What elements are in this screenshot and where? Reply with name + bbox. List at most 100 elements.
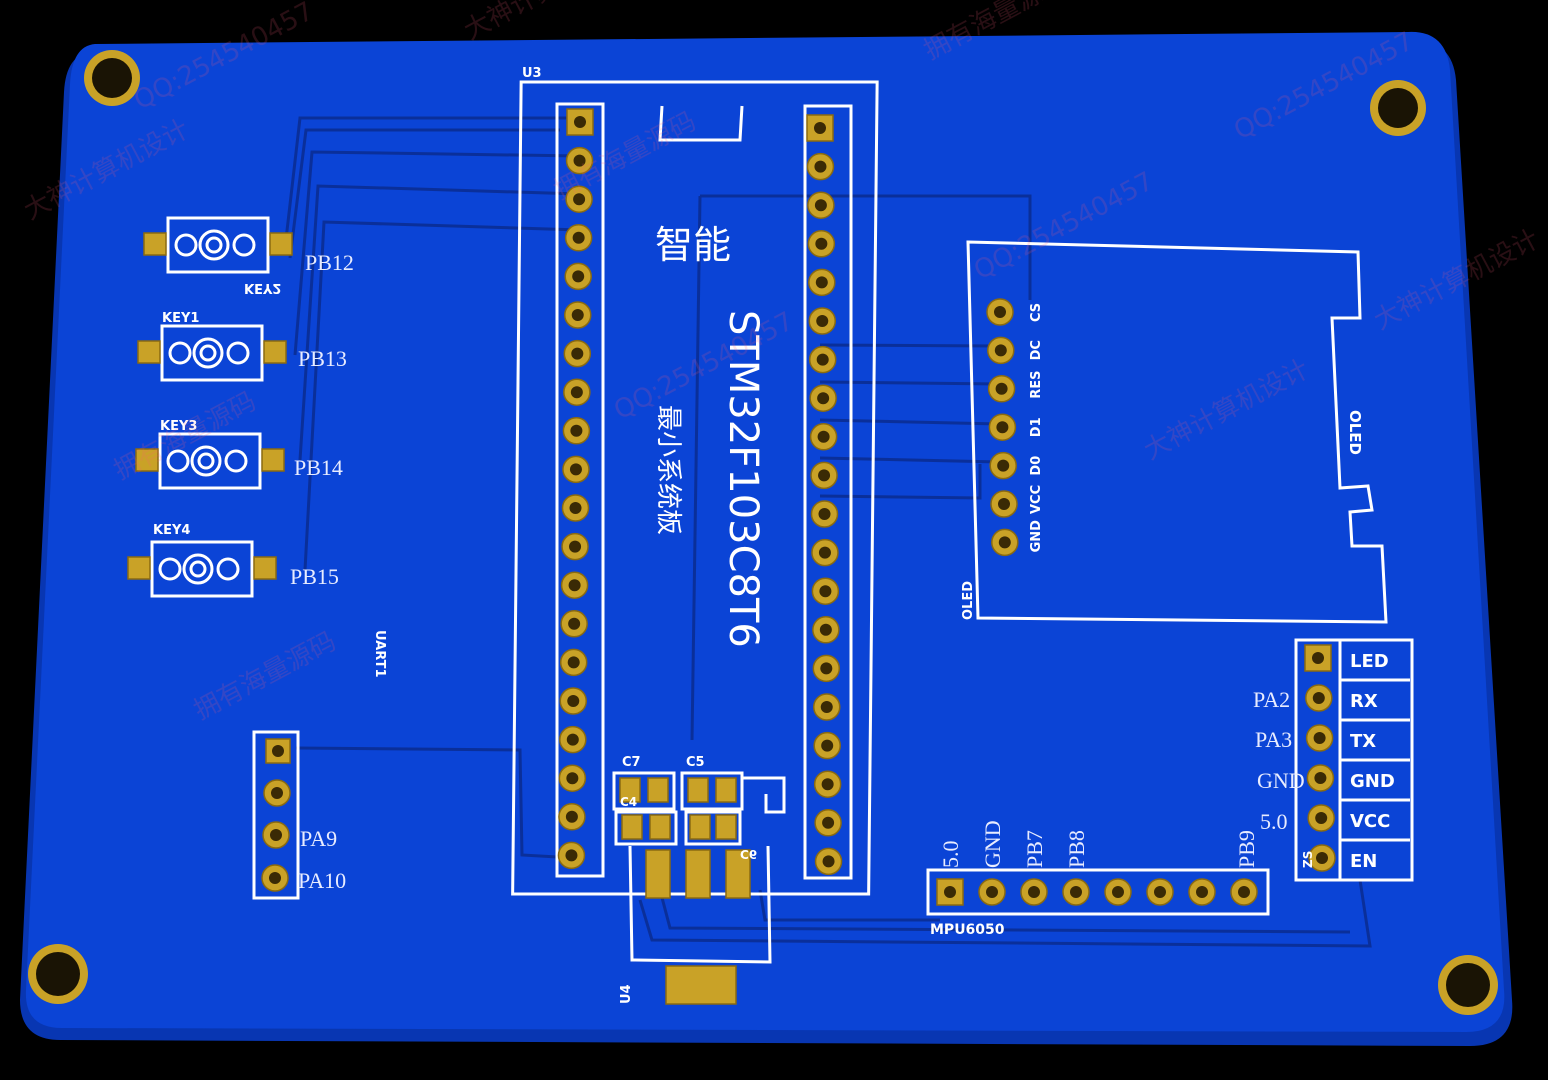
oled-pin (991, 528, 1019, 557)
mpu-header (936, 878, 1258, 906)
uart-pin-pa10: PA10 (298, 868, 346, 893)
mcu-right-pin (807, 230, 836, 258)
mcu-right-pin (806, 114, 834, 142)
mcu-ref: U3 (522, 66, 542, 81)
key4-pin: PB15 (290, 564, 339, 589)
mcu-right-pin (813, 731, 841, 760)
oled-pin-label: RES (1029, 371, 1044, 399)
mcu-right-pin (813, 770, 842, 798)
mcu-left-pin (558, 764, 587, 792)
key4-ref: KEY4 (153, 523, 190, 538)
mpu-pin (936, 878, 964, 906)
uart-pin-pa9: PA9 (300, 826, 337, 851)
oled-pin-label: D1 (1029, 417, 1044, 437)
mpu-pin (1062, 878, 1090, 906)
mcu-title: 智能 (655, 223, 731, 267)
mpu-header-outline (926, 868, 1270, 916)
mcu-right-pin (814, 809, 842, 837)
mpu-ref: MPU6050 (930, 922, 1005, 938)
bt-pin (1304, 644, 1332, 672)
mpu-pin-pb7: PB7 (1022, 830, 1047, 868)
mcu-left-pin (564, 224, 593, 252)
oled-pin (986, 298, 1014, 326)
cap-c7: C7 (622, 755, 641, 770)
key-switch (135, 432, 285, 490)
bt-label: LED (1350, 651, 1389, 672)
oled-pin (987, 336, 1015, 365)
mcu-left-pin (561, 494, 590, 522)
bt-label: EN (1350, 851, 1377, 872)
mcu-right-pin (809, 423, 838, 451)
mpu-pin (1020, 878, 1048, 906)
bt-label: TX (1350, 731, 1376, 752)
mcu-left-pin (565, 146, 594, 175)
key-switch (143, 216, 293, 274)
key-switch (127, 540, 277, 598)
mpu-pin-gnd: GND (980, 820, 1005, 868)
bt-pin (1307, 804, 1335, 832)
mcu-right-pin (808, 307, 836, 335)
bt-pin (1308, 844, 1336, 872)
key3-pin: PB14 (294, 455, 343, 480)
mcu-right-pin (809, 384, 837, 412)
oled-outline (966, 240, 1388, 624)
mcu-left-pin (565, 185, 593, 213)
mcu-left-pin (559, 687, 587, 715)
oled-pin-label: GND (1029, 520, 1044, 553)
mcu-right-pin (808, 268, 836, 297)
mpu-pin (978, 878, 1006, 906)
key2-pin: PB12 (305, 250, 354, 275)
mcu-right-header (806, 114, 843, 876)
mcu-left-pin (562, 455, 590, 484)
cap-c6: C6 (740, 847, 757, 861)
mcu-part: STM32F103C8T6 (720, 310, 766, 648)
bt-side-pa3: PA3 (1255, 727, 1292, 752)
mcu-right-pin (811, 577, 840, 605)
mcu-right-pin (810, 461, 838, 490)
mcu-left-pin (559, 648, 588, 677)
bt-label: RX (1350, 691, 1378, 712)
oled-pin-label: CS (1029, 303, 1044, 322)
mounting-holes (28, 50, 1498, 1015)
key2-ref: KEY2 (244, 280, 281, 295)
bt-pin (1305, 684, 1333, 712)
cap-c5: C5 (686, 755, 705, 770)
uart-header (252, 730, 300, 900)
mcu-left-pin (559, 725, 587, 754)
mpu-pin-pb9: PB9 (1234, 830, 1259, 868)
regulator-ref: U4 (619, 984, 634, 1004)
bt-header (1304, 644, 1336, 872)
bt-label: VCC (1350, 811, 1390, 832)
bt-ref: ZS (1301, 851, 1315, 868)
mcu-left-pin (557, 841, 586, 870)
mcu-right-pin (807, 191, 835, 219)
mcu-left-pin (562, 417, 591, 445)
bt-labels: LED RX TX GND VCC EN (1350, 651, 1395, 872)
mcu-right-pin (814, 847, 843, 876)
mpu-pin-pb8: PB8 (1064, 830, 1089, 868)
bt-label: GND (1350, 771, 1395, 792)
mcu-right-pin (808, 345, 837, 374)
oled-ref: OLED (961, 581, 976, 620)
bt-module (1294, 638, 1414, 882)
oled-inner-label: OLED (1346, 410, 1364, 455)
bt-side-pa2: PA2 (1253, 687, 1290, 712)
mpu-pin-5v: 5.0 (938, 841, 963, 869)
mcu-right-pin (812, 654, 841, 683)
cap-c4: C4 (620, 795, 637, 809)
oled-pin-label: DC (1029, 340, 1044, 360)
bt-side-gnd: GND (1257, 768, 1305, 793)
oled-pin (990, 490, 1018, 518)
board-surface (25, 31, 1505, 1032)
oled-pin-label: D0 (1029, 456, 1044, 476)
mcu-right-pin (811, 538, 839, 567)
uart-ref: UART1 (372, 630, 387, 678)
oled-pin (988, 413, 1017, 441)
mcu-right-pin (810, 500, 839, 528)
mpu-pin (1146, 878, 1174, 906)
mcu-left-pin (563, 339, 592, 368)
mcu-left-pin (560, 610, 588, 638)
mcu-left-pin (563, 378, 591, 406)
key1-pin: PB13 (298, 346, 347, 371)
oled-pin (989, 451, 1017, 480)
